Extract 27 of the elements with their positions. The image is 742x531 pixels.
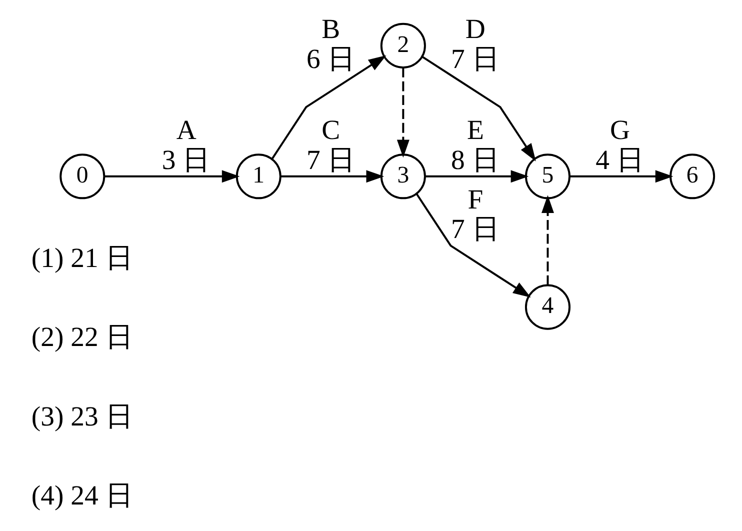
arrow xyxy=(541,195,554,286)
arrow xyxy=(396,67,409,158)
label: (3) 23 日 xyxy=(30,400,133,432)
arrow xyxy=(104,170,240,183)
arrow xyxy=(422,56,536,162)
arrow xyxy=(280,170,384,183)
node-circle: 0 xyxy=(59,154,105,200)
arrow xyxy=(424,170,528,183)
edge-label: F 7 日 xyxy=(450,183,500,244)
node-circle: 4 xyxy=(524,284,570,330)
edge-label: G 4 日 xyxy=(595,114,644,175)
node-circle: 5 xyxy=(524,154,570,200)
arrow xyxy=(270,55,386,160)
label: (1) 21 日 xyxy=(30,242,133,273)
node-circle: 6 xyxy=(669,154,715,200)
edge-label: E 8 日 xyxy=(450,114,500,175)
label: (4) 24 日 xyxy=(30,480,133,511)
node-circle: 1 xyxy=(235,154,281,200)
node-circle: 3 xyxy=(380,154,426,200)
edge-label: C 7 日 xyxy=(306,114,355,175)
label: (2) 22 日 xyxy=(30,321,133,352)
arrow xyxy=(569,170,673,183)
node-circle: 2 xyxy=(380,22,426,68)
edge-label: A 3 日 xyxy=(161,114,210,175)
arrow xyxy=(415,193,530,298)
edge-label: D 7 日 xyxy=(450,13,500,74)
edge-label: B 6 日 xyxy=(306,13,355,74)
